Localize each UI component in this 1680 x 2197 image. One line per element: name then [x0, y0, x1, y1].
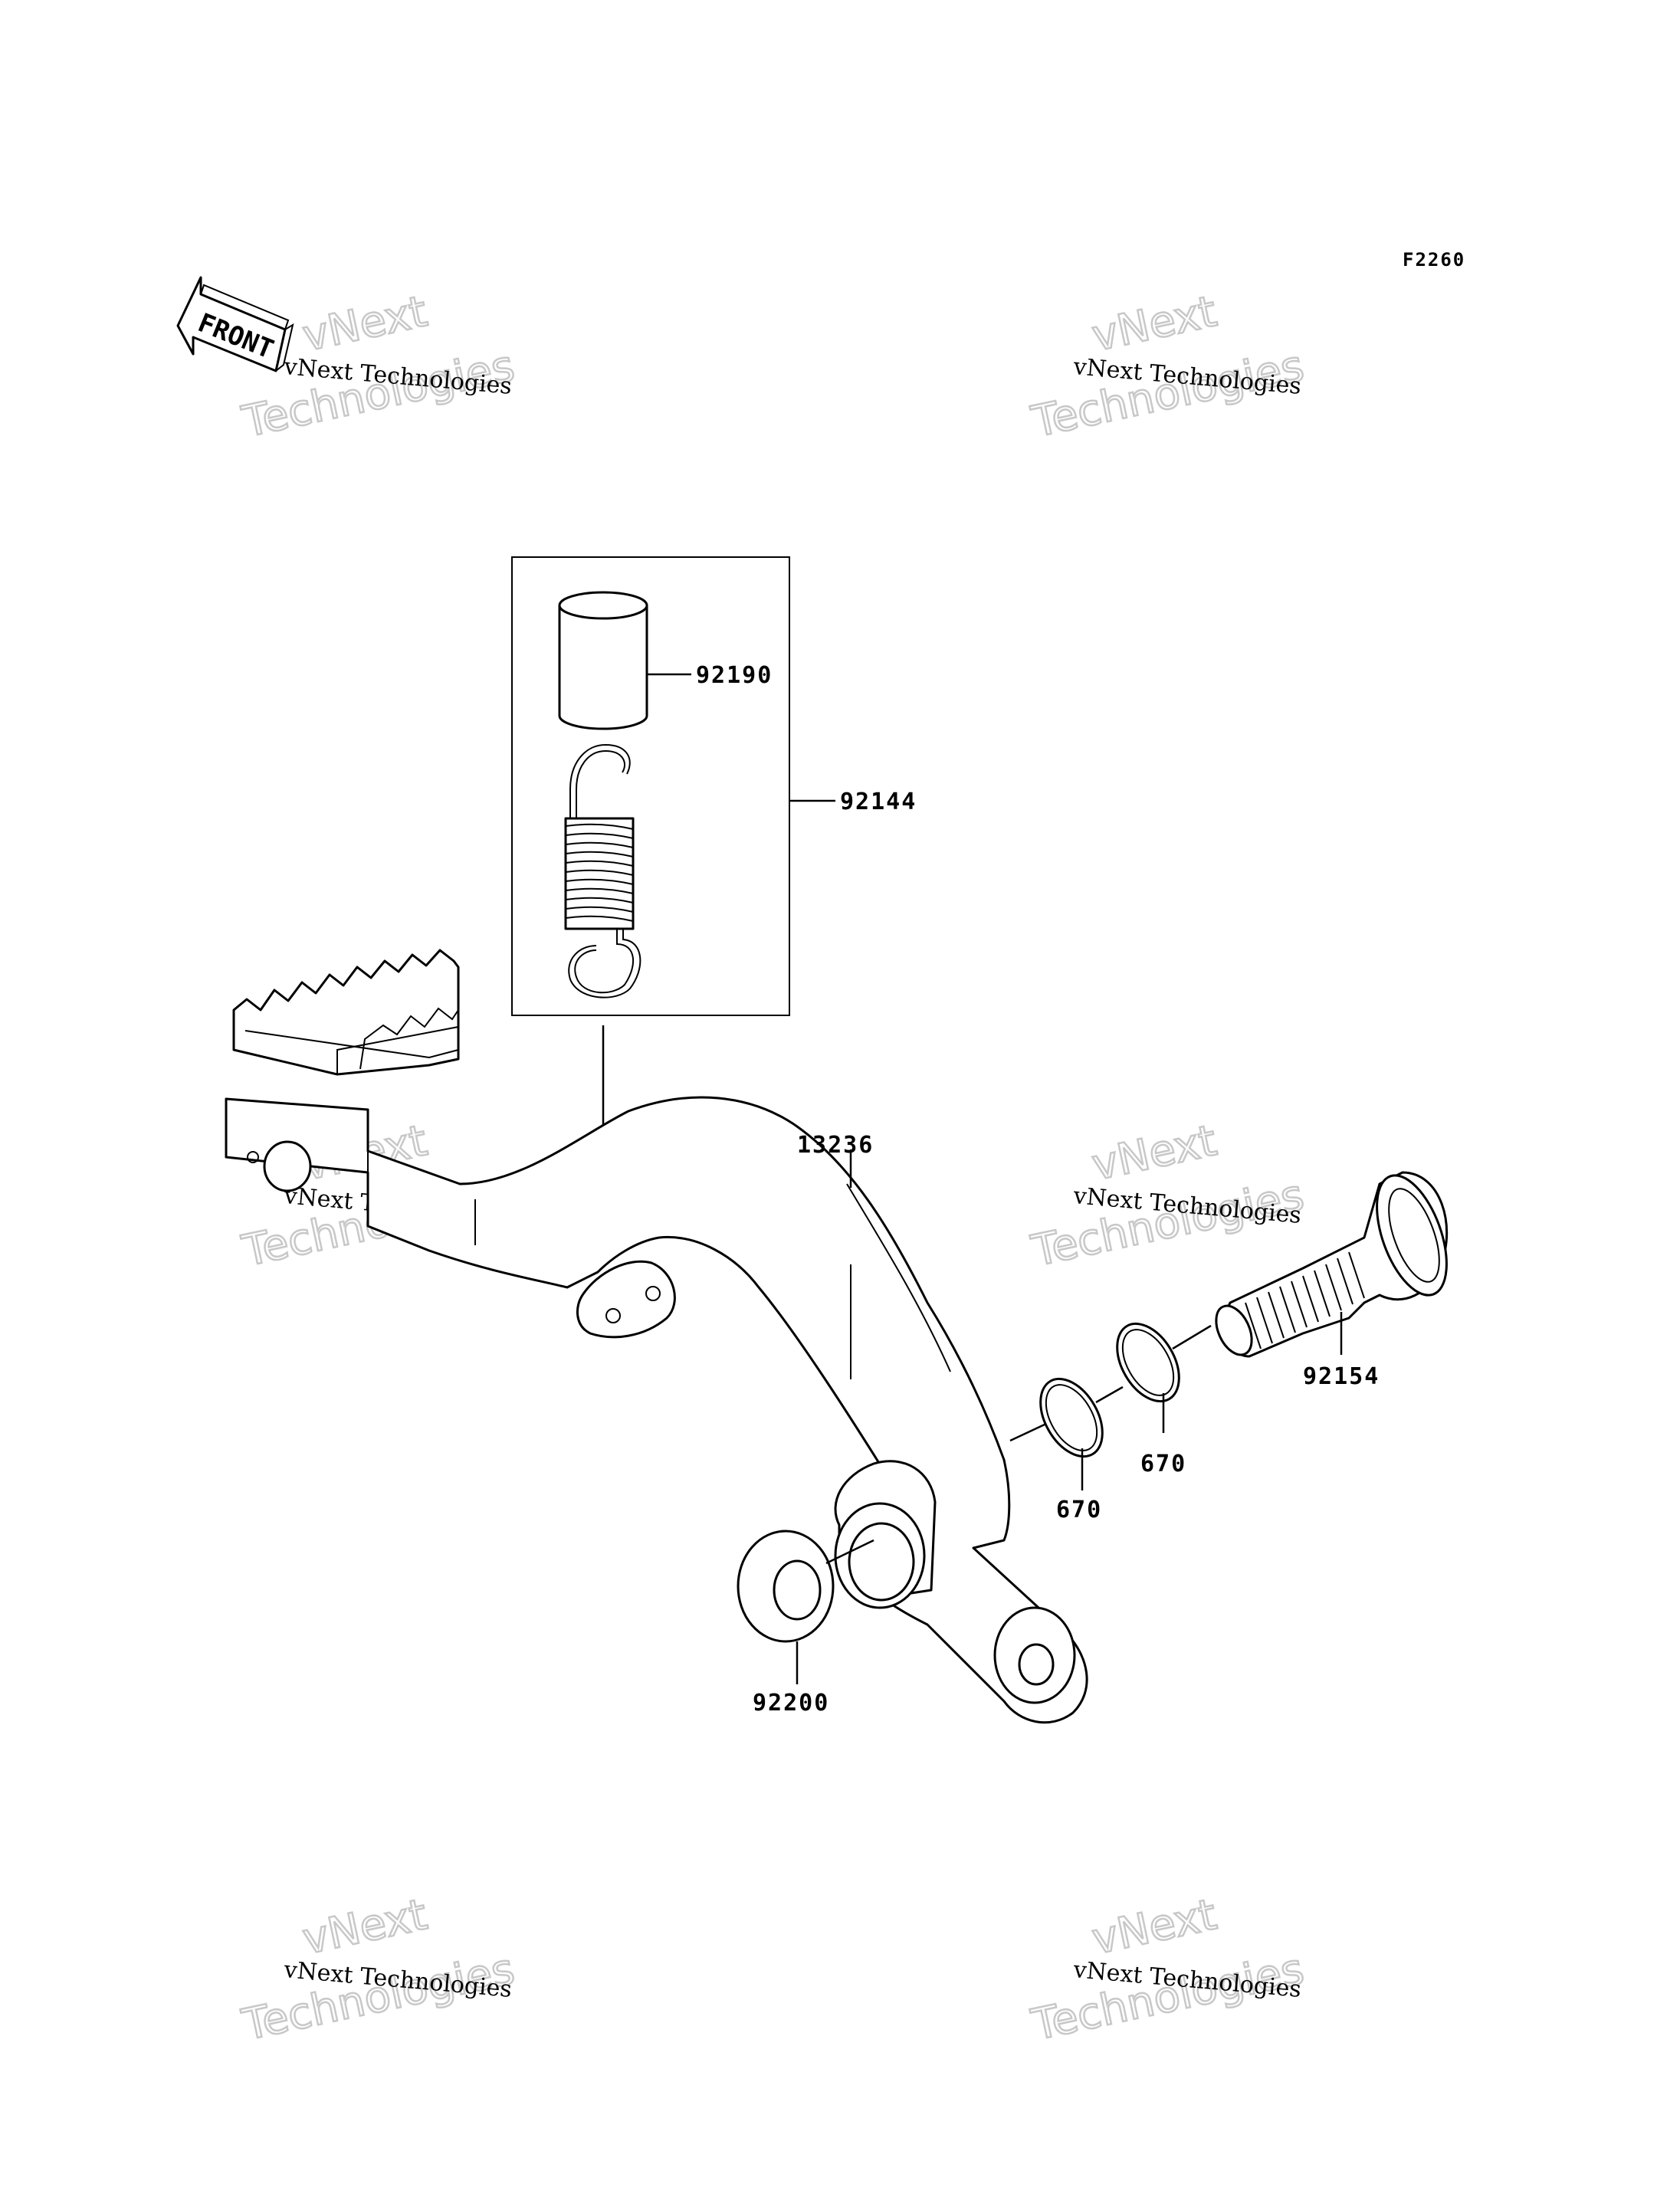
watermark-big-5a: vNext [298, 1890, 431, 1965]
watermark-big-1a: vNext [298, 287, 431, 362]
label-13236[interactable]: 13236 [797, 1132, 874, 1159]
watermark-4: vNext Technologies vNext Technologies [1026, 1115, 1309, 1277]
watermark-2: vNext Technologies vNext Technologies [1026, 286, 1309, 448]
spring-kit-box [511, 556, 790, 1016]
figure-id: F2260 [1403, 249, 1465, 271]
label-92154[interactable]: 92154 [1303, 1363, 1380, 1390]
front-arrow-icon: FRONT [176, 276, 294, 372]
washer-92200[interactable] [737, 1530, 835, 1643]
watermark-big-4a: vNext [1088, 1116, 1221, 1191]
label-92200[interactable]: 92200 [753, 1690, 829, 1717]
watermark-6: vNext Technologies vNext Technologies [1026, 1889, 1309, 2051]
label-670-a[interactable]: 670 [1056, 1497, 1102, 1523]
shaft-92154[interactable] [1209, 1166, 1461, 1360]
oring-a-670[interactable] [1028, 1368, 1115, 1467]
watermark-big-6a: vNext [1088, 1890, 1221, 1965]
collar-92190[interactable] [558, 591, 648, 730]
watermark-big-2a: vNext [1088, 287, 1221, 362]
brake-pedal-13236[interactable] [225, 949, 1088, 1724]
watermark-5: vNext Technologies vNext Technologies [237, 1889, 520, 2051]
return-spring[interactable] [564, 743, 641, 998]
oring-b-670[interactable] [1104, 1313, 1192, 1412]
label-92144[interactable]: 92144 [840, 789, 917, 815]
label-670-b[interactable]: 670 [1140, 1451, 1186, 1477]
label-92190[interactable]: 92190 [696, 662, 773, 689]
